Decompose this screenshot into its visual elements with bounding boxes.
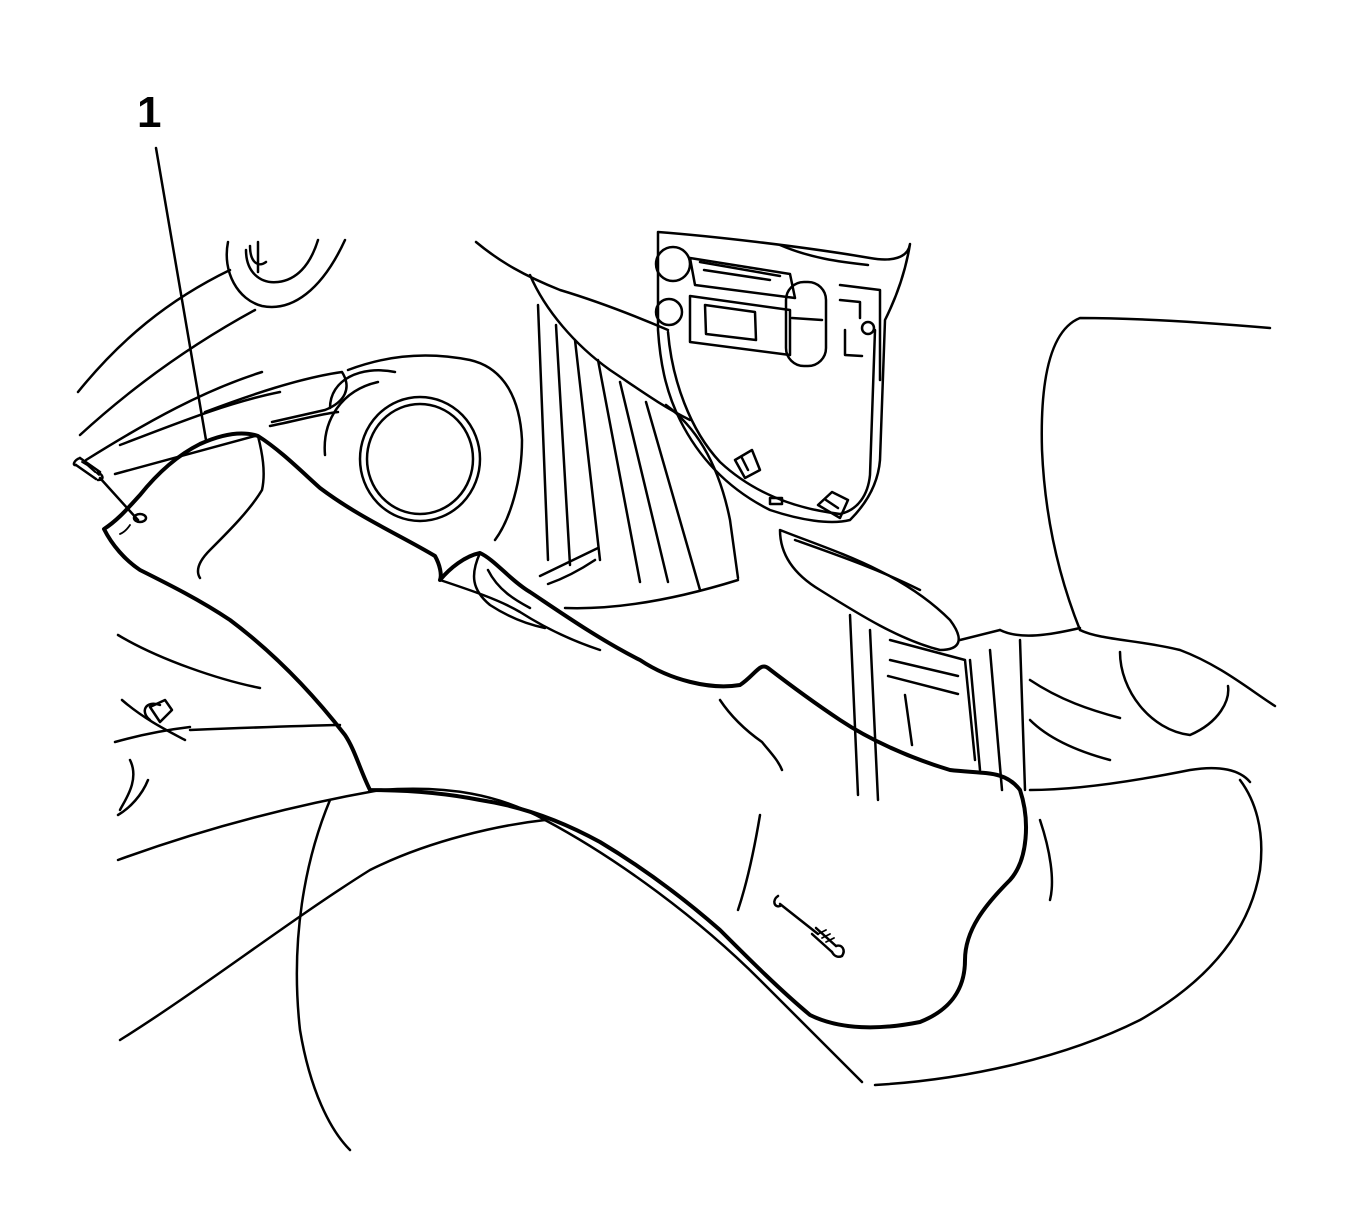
callout-1-label: 1 (137, 88, 161, 137)
dash-lower-panel (203, 354, 524, 542)
speaker-grille (358, 395, 482, 523)
left-kick-panel (76, 238, 347, 476)
callout-1: 1 (137, 88, 208, 442)
screw-left (72, 456, 148, 524)
center-stack (474, 240, 740, 610)
radio-bezel (654, 230, 912, 524)
left-floor-area (113, 633, 342, 817)
center-vent-area (778, 528, 1122, 802)
floor-console (102, 431, 1028, 1030)
callout-1-leader (154, 146, 208, 442)
right-seat-area (958, 316, 1277, 737)
screw-right (773, 894, 845, 959)
seat-cushions (116, 766, 1263, 1152)
